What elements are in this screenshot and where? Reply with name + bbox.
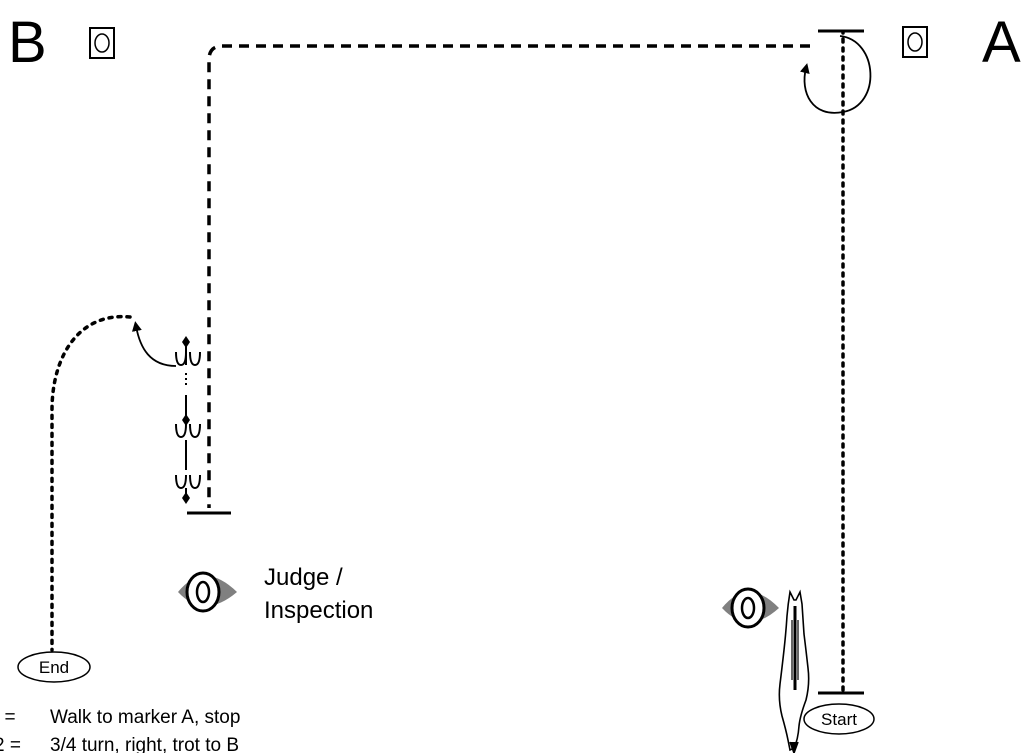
marker-a-cone-icon [902,26,928,58]
trot-path-dashed [207,44,810,508]
back-up-track [182,336,190,504]
start-marker: Start [803,703,875,735]
return-path-dotted [50,314,132,652]
handler-eye-icon [722,587,779,629]
judge-label-line2: Inspection [264,597,373,624]
end-marker: End [17,651,91,683]
marker-b-cone-icon [89,27,115,59]
marker-a-letter: A [982,10,1021,75]
marker-b-letter: B [8,10,47,75]
legend-prefix-2: 2 = [0,735,21,753]
legend-text-2: 3/4 turn, right, trot to B [50,735,239,753]
judge-eye-icon [178,571,237,613]
legend: . = Walk to marker A, stop 2 = 3/4 turn,… [0,707,240,753]
legend-prefix-1: . = [0,707,16,728]
judge-label-line1: Judge / [264,564,343,591]
turn-arrow [131,321,177,367]
hoof-print-icon [175,351,201,490]
end-label: End [39,658,69,677]
three-quarter-turn-arrow [799,35,872,114]
horse-top-view-icon [778,589,810,753]
legend-text-1: Walk to marker A, stop [50,707,240,728]
start-label: Start [821,710,857,729]
